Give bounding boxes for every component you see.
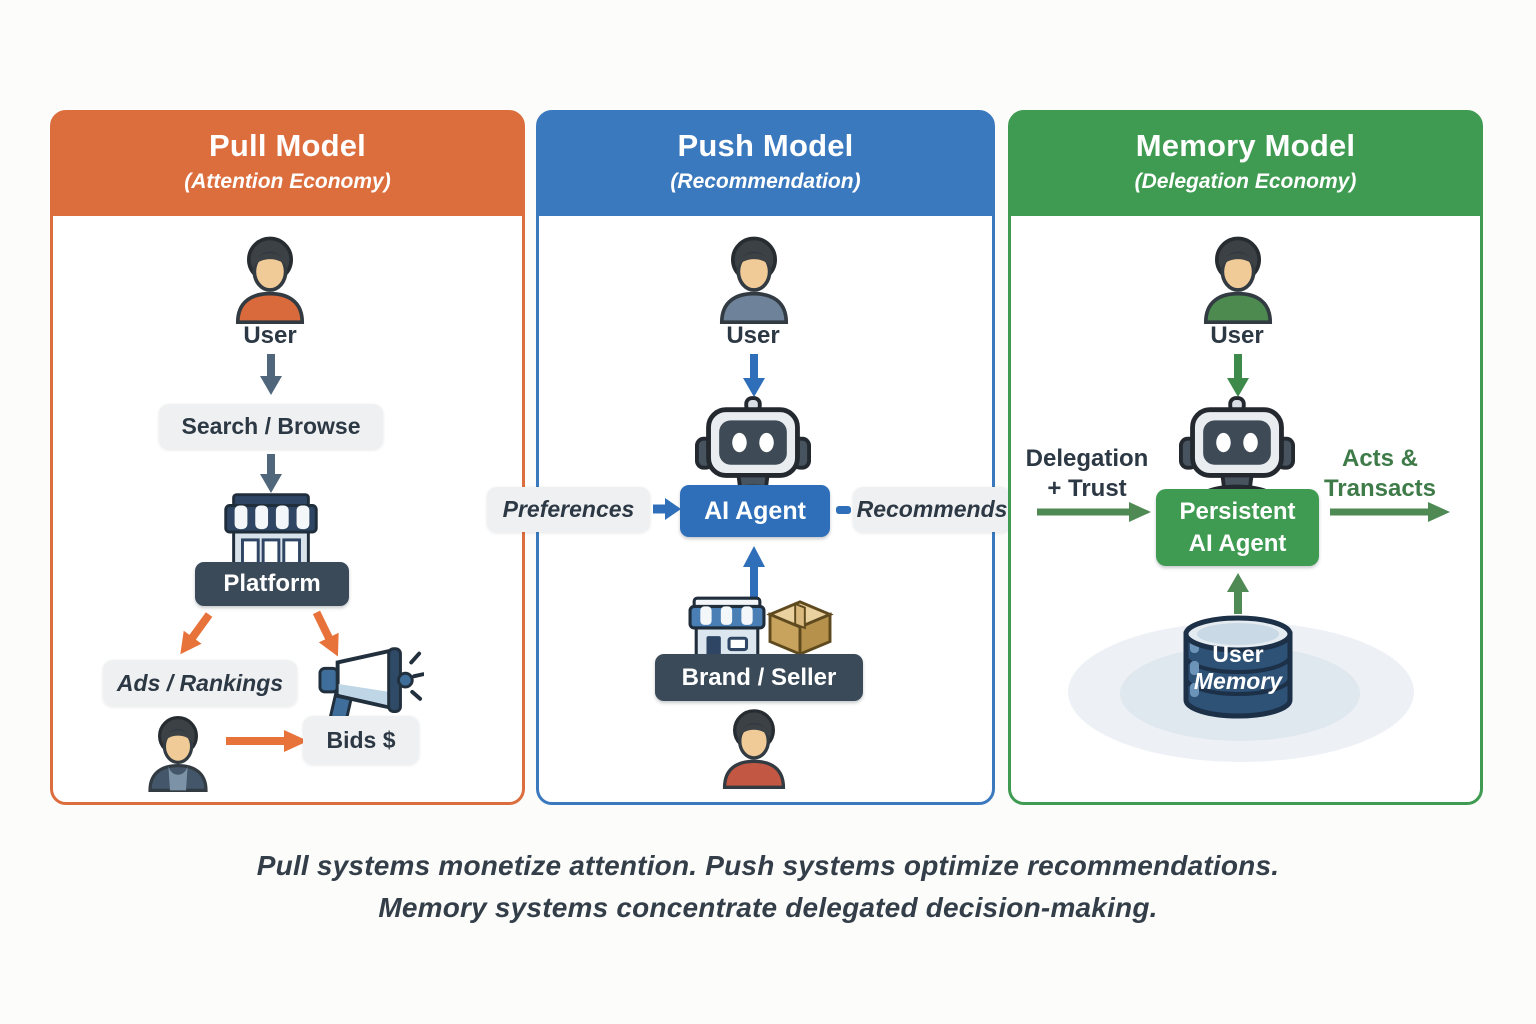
pull-user-label: User <box>243 322 297 349</box>
arrow-right-icon <box>1330 502 1450 522</box>
arrow-right-icon <box>653 498 681 520</box>
ads-rankings-box: Ads / Rankings <box>103 660 297 706</box>
database-icon <box>1183 615 1293 719</box>
recommends-box: Recommends <box>853 487 1011 532</box>
push-user-label: User <box>726 322 780 349</box>
bids-box: Bids $ <box>303 716 419 764</box>
platform-box: Platform <box>195 562 349 606</box>
arrow-down-left-icon <box>180 612 213 655</box>
acts-transacts-label: Acts & Transacts <box>1323 445 1437 502</box>
person-icon <box>722 709 786 789</box>
preferences-box: Preferences <box>487 487 650 532</box>
brand-seller-box: Brand / Seller <box>655 654 863 701</box>
connector-dash <box>836 506 851 514</box>
ai-agent-box: AI Agent <box>680 485 830 537</box>
memory-model-title: Memory Model <box>1135 128 1356 163</box>
arrow-down-icon <box>1227 354 1249 397</box>
search-browse-box: Search / Browse <box>159 404 383 449</box>
arrow-right-icon <box>226 730 308 752</box>
person-icon <box>1203 236 1273 324</box>
arrow-down-icon <box>743 354 765 397</box>
persistent-ai-agent-box: Persistent AI Agent <box>1156 489 1319 566</box>
push-model-subtitle: (Recommendation) <box>670 170 861 193</box>
person-icon <box>235 236 305 324</box>
pull-model-header: Pull Model (Attention Economy) <box>52 112 523 216</box>
arrow-right-icon <box>1037 502 1151 522</box>
arrow-up-icon <box>1227 573 1249 614</box>
arrow-down-icon <box>260 354 282 395</box>
caption-line-1: Pull systems monetize attention. Push sy… <box>256 850 1280 881</box>
user-memory-label-line2: Memory <box>1193 668 1283 694</box>
user-memory-label-line1: User <box>1212 641 1264 667</box>
caption-line-2: Memory systems concentrate delegated dec… <box>378 892 1158 923</box>
arrow-up-icon <box>743 546 765 597</box>
push-model-header: Push Model (Recommendation) <box>538 112 993 216</box>
pull-model-title: Pull Model <box>209 128 366 163</box>
storefront-icon <box>688 596 766 662</box>
arrow-down-right-icon <box>312 610 339 657</box>
megaphone-icon <box>318 647 424 726</box>
delegation-trust-label: Delegation + Trust <box>1025 445 1149 502</box>
arrow-down-icon <box>260 454 282 493</box>
memory-model-subtitle: (Delegation Economy) <box>1134 170 1357 193</box>
person-icon <box>148 716 208 792</box>
package-box-icon <box>766 600 834 657</box>
person-icon <box>719 236 789 324</box>
memory-model-header: Memory Model (Delegation Economy) <box>1010 112 1481 216</box>
push-model-title: Push Model <box>677 128 854 163</box>
memory-user-label: User <box>1210 322 1264 349</box>
pull-model-subtitle: (Attention Economy) <box>184 170 391 193</box>
